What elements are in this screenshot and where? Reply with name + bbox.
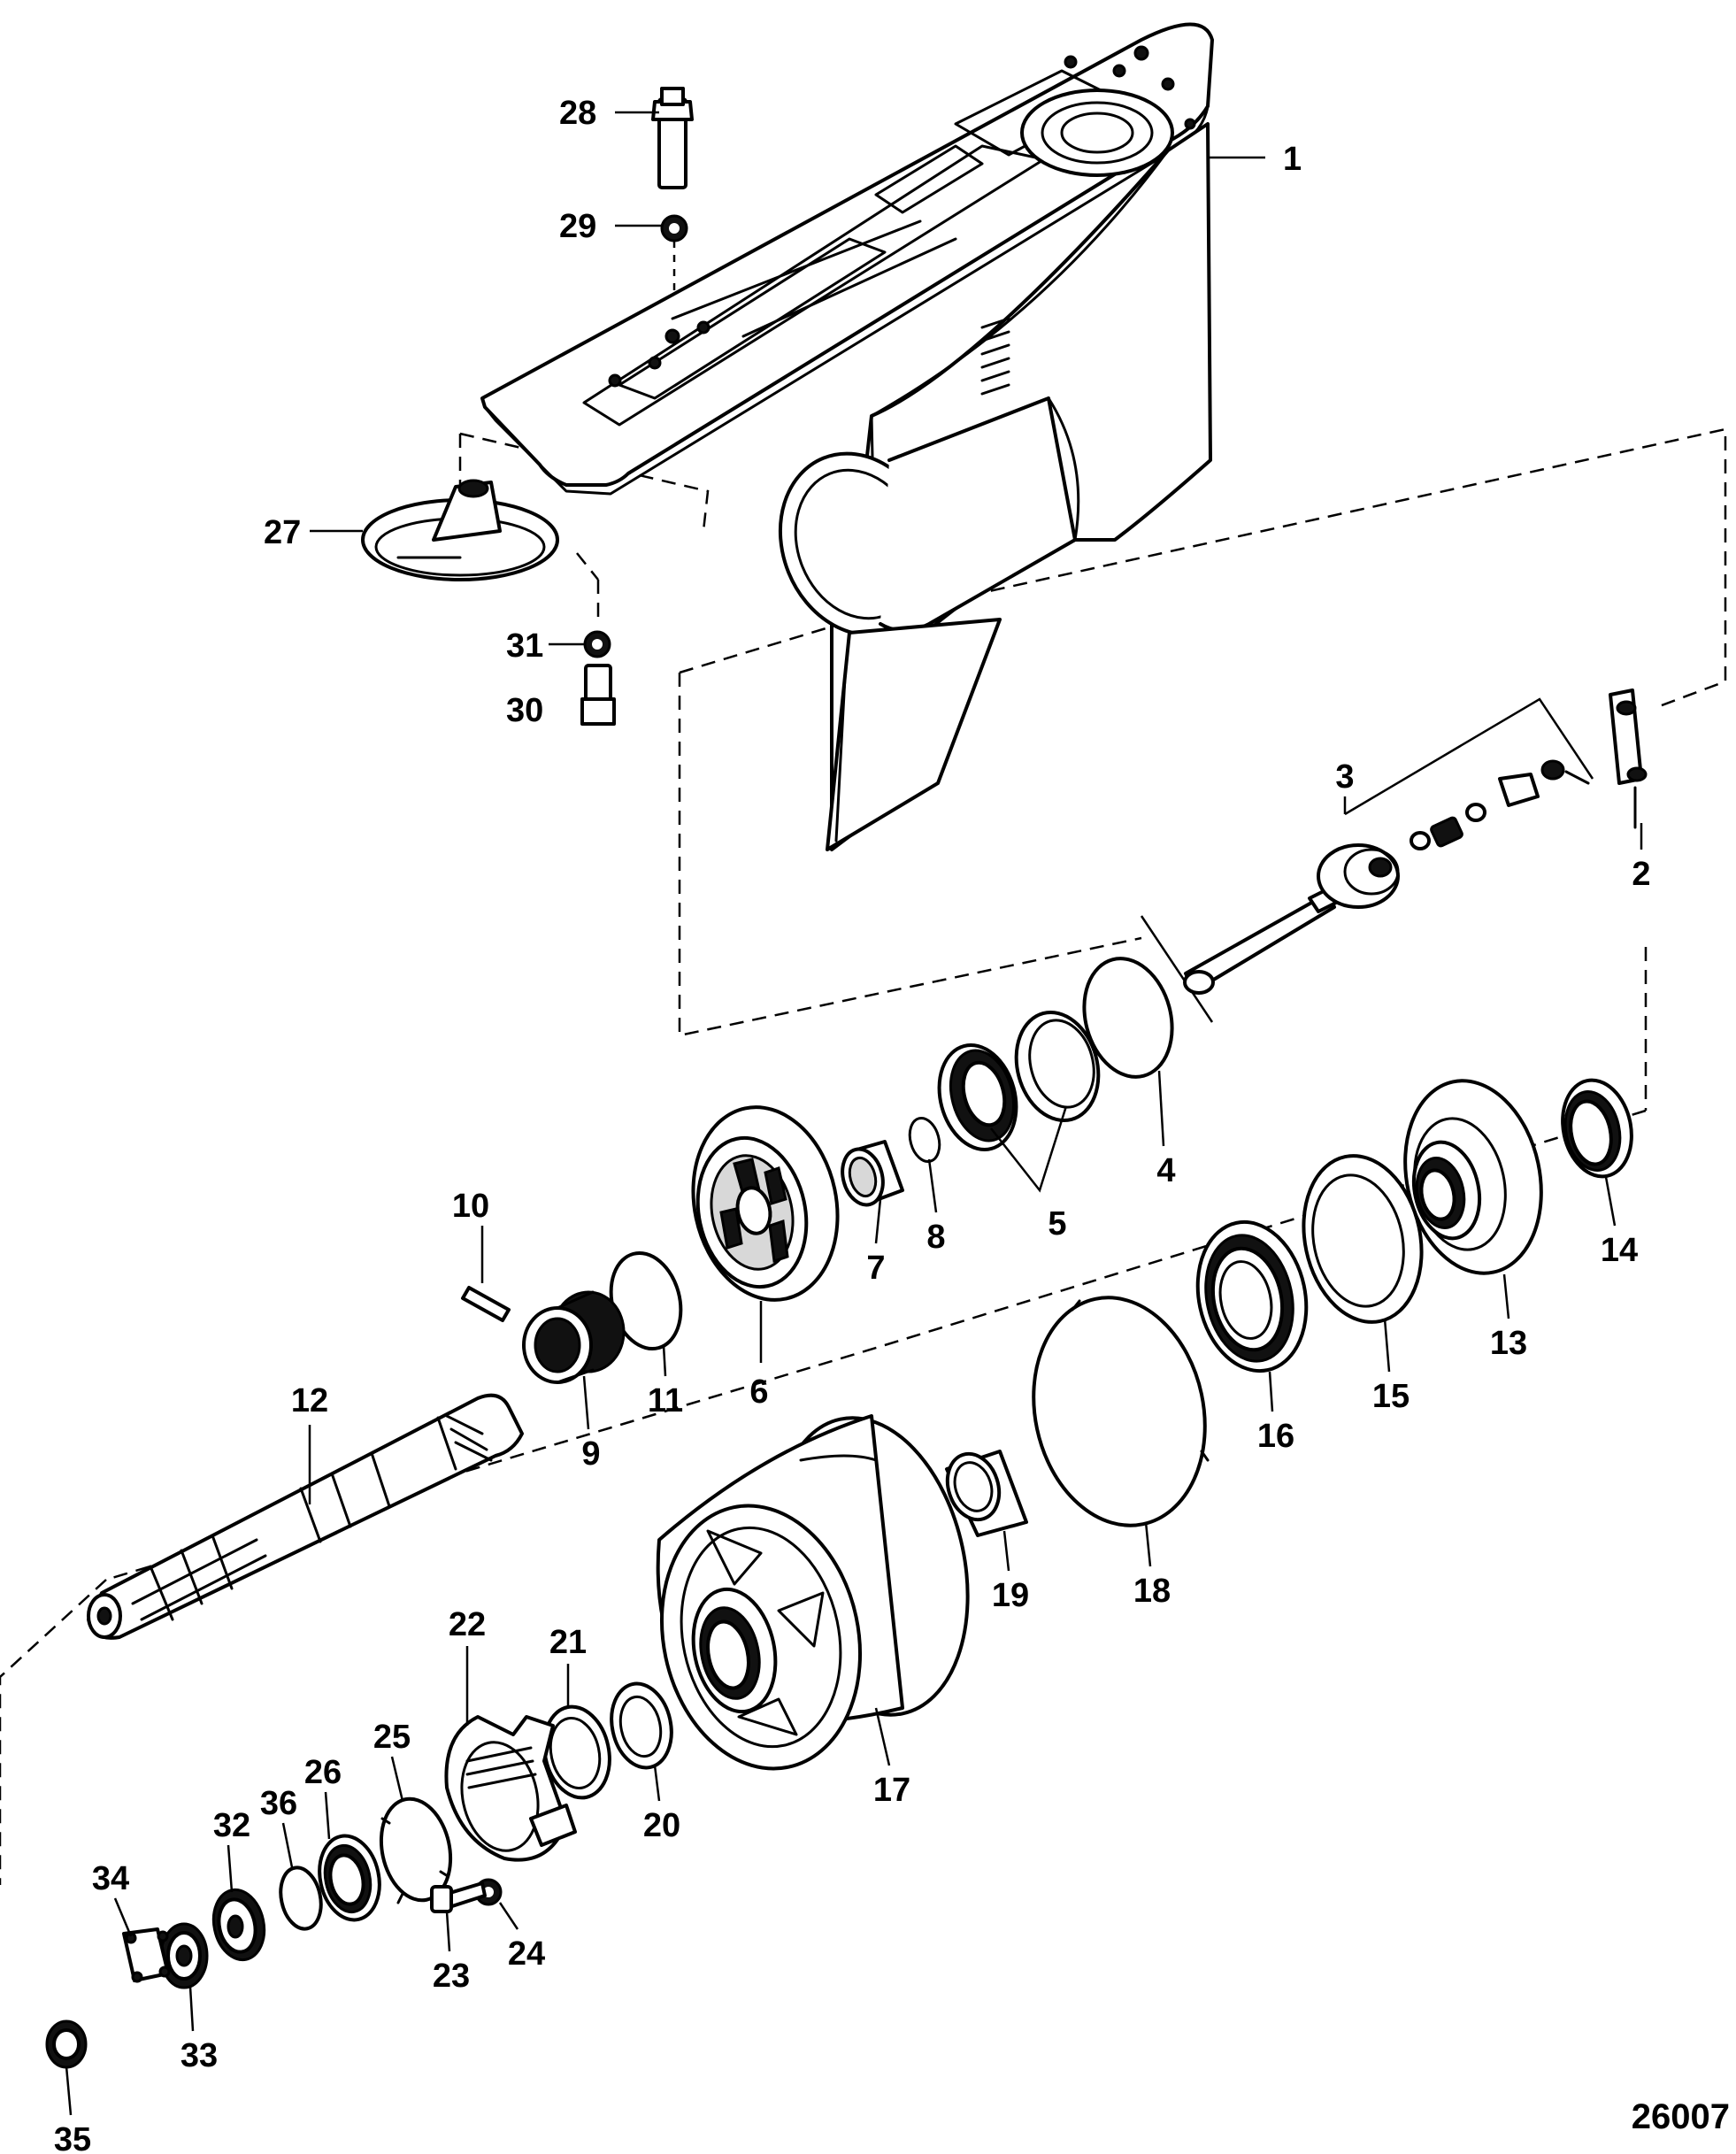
callout-24: 24 (508, 1935, 545, 1973)
callout-1: 1 (1283, 141, 1302, 178)
callout-14: 14 (1601, 1232, 1638, 1269)
part-25-tab-washer (379, 1796, 453, 1904)
part-19-bushing (945, 1450, 1028, 1537)
figure-id: 26007 (1632, 2097, 1730, 2136)
callout-22: 22 (449, 1606, 486, 1643)
part-17-pump-housing (656, 1414, 970, 1771)
part-31-lock-washer (583, 630, 611, 658)
callout-2: 2 (1632, 856, 1650, 893)
part-18-o-ring-large (1032, 1296, 1210, 1527)
callout-27: 27 (264, 514, 301, 551)
callout-26: 26 (304, 1754, 342, 1791)
callout-19: 19 (992, 1577, 1029, 1614)
part-21-wear-ring (542, 1704, 611, 1800)
part-15-thrust-washer (1302, 1154, 1424, 1324)
callout-25: 25 (373, 1719, 411, 1756)
callout-5: 5 (1048, 1205, 1066, 1242)
part-35-nut (45, 2019, 88, 2069)
callout-10: 10 (452, 1188, 489, 1225)
part-26-retainer (318, 1834, 381, 1922)
callout-6: 6 (749, 1373, 768, 1411)
callout-8: 8 (926, 1219, 945, 1256)
part-13-bearing-carrier (1403, 1079, 1543, 1275)
part-33-washer (159, 1922, 209, 1989)
part-14-oil-seal (1561, 1078, 1633, 1179)
part-27-anode (361, 479, 559, 581)
callout-35: 35 (54, 2121, 91, 2154)
part-29-lock-washer (660, 214, 688, 292)
callout-17: 17 (873, 1772, 910, 1809)
part-36-snap-ring (279, 1866, 323, 1931)
callout-3: 3 (1335, 758, 1354, 796)
callout-13: 13 (1490, 1325, 1527, 1362)
part-16-ball-bearing (1195, 1219, 1309, 1373)
part-30-bolt (580, 664, 616, 726)
part-34-tab-washer (122, 1927, 171, 1983)
callout-33: 33 (181, 2037, 218, 2074)
part-10-cross-pin (461, 1286, 511, 1322)
part-23-screw (430, 1881, 487, 1913)
callout-31: 31 (506, 627, 543, 665)
callout-32: 32 (213, 1807, 250, 1844)
callout-23: 23 (433, 1958, 470, 1995)
callout-21: 21 (549, 1624, 587, 1661)
part-22-liner (444, 1715, 577, 1862)
callout-12: 12 (291, 1382, 328, 1419)
leader-lines (65, 111, 1643, 2116)
part-3-shift-shaft-assembly (1140, 697, 1594, 1023)
part-28-bolt (651, 87, 694, 189)
callout-4: 4 (1156, 1152, 1175, 1189)
callout-7: 7 (866, 1250, 885, 1287)
part-5-bearing (937, 1010, 1101, 1193)
callout-28: 28 (559, 95, 596, 132)
part-7-needle-bearing (841, 1140, 904, 1207)
part-1-gear-housing (480, 22, 1214, 851)
callout-36: 36 (260, 1785, 297, 1822)
callout-16: 16 (1257, 1418, 1294, 1455)
callout-18: 18 (1133, 1573, 1171, 1610)
part-4-o-ring (1082, 957, 1174, 1079)
callout-29: 29 (559, 208, 596, 245)
part-8-retaining-ring (908, 1116, 941, 1164)
callout-30: 30 (506, 692, 543, 729)
callout-labels: 1 2 3 4 5 6 7 8 9 10 11 12 13 14 15 16 1… (54, 95, 1651, 2154)
part-6-forward-gear (691, 1105, 840, 1302)
callout-11: 11 (648, 1382, 683, 1419)
callout-9: 9 (581, 1435, 600, 1473)
part-12-propeller-shaft (87, 1393, 524, 1640)
part-9-clutch (522, 1290, 626, 1384)
part-2-shift-link (1609, 689, 1648, 829)
part-32-spacer (211, 1888, 266, 1962)
part-20-washer (610, 1681, 673, 1770)
callout-15: 15 (1372, 1378, 1410, 1415)
callout-20: 20 (643, 1807, 680, 1844)
callout-34: 34 (92, 1860, 129, 1897)
